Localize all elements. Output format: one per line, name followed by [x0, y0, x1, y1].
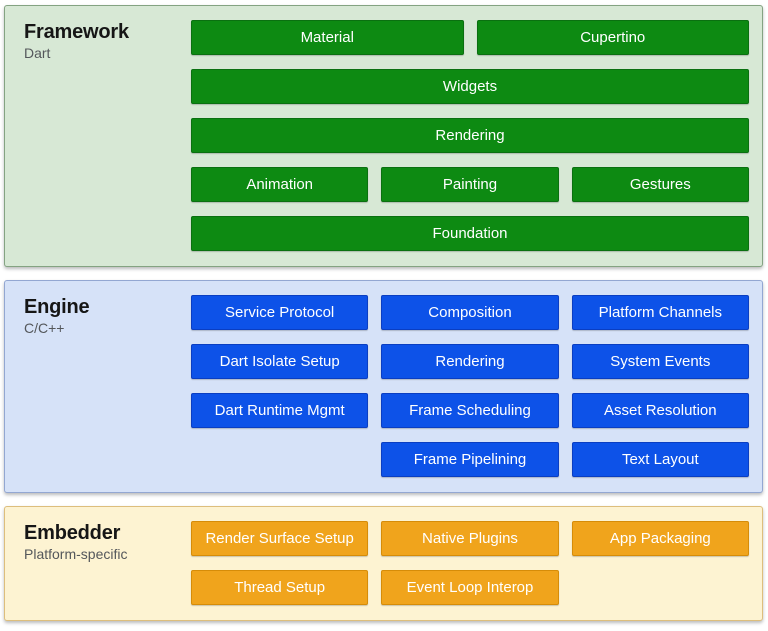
box-frame-pipelining: Frame Pipelining — [381, 442, 559, 477]
engine-boxes: Service Protocol Composition Platform Ch… — [191, 295, 749, 477]
framework-boxes: Material Cupertino Widgets Rendering Ani… — [191, 20, 749, 251]
embedder-row-2: Thread Setup Event Loop Interop — [191, 570, 749, 605]
box-asset-resolution: Asset Resolution — [571, 393, 749, 428]
embedder-label-area: Embedder Platform-specific — [24, 521, 191, 605]
box-app-packaging: App Packaging — [571, 521, 749, 556]
framework-row-5: Foundation — [191, 216, 749, 251]
box-frame-scheduling: Frame Scheduling — [381, 393, 559, 428]
box-thread-setup: Thread Setup — [191, 570, 369, 605]
engine-subtitle: C/C++ — [24, 320, 65, 336]
box-event-loop-interop: Event Loop Interop — [381, 570, 559, 605]
box-system-events: System Events — [571, 344, 749, 379]
box-text-layout: Text Layout — [571, 442, 749, 477]
box-cupertino: Cupertino — [476, 20, 749, 55]
framework-row-1: Material Cupertino — [191, 20, 749, 55]
engine-layer-panel: Engine C/C++ Service Protocol Compositio… — [4, 280, 763, 493]
box-animation: Animation — [191, 167, 369, 202]
engine-title: Engine — [24, 296, 90, 318]
box-render-surface-setup: Render Surface Setup — [191, 521, 369, 556]
engine-label-area: Engine C/C++ — [24, 295, 191, 477]
framework-label-area: Framework Dart — [24, 20, 191, 251]
framework-layer-panel: Framework Dart Material Cupertino Widget… — [4, 5, 763, 267]
engine-row-3: Dart Runtime Mgmt Frame Scheduling Asset… — [191, 393, 749, 428]
box-material: Material — [191, 20, 464, 55]
embedder-title: Embedder — [24, 522, 121, 544]
box-native-plugins: Native Plugins — [381, 521, 559, 556]
framework-row-3: Rendering — [191, 118, 749, 153]
box-rendering-framework: Rendering — [191, 118, 749, 153]
box-widgets: Widgets — [191, 69, 749, 104]
box-dart-isolate-setup: Dart Isolate Setup — [191, 344, 369, 379]
box-platform-channels: Platform Channels — [571, 295, 749, 330]
box-gestures: Gestures — [571, 167, 749, 202]
framework-subtitle: Dart — [24, 45, 51, 61]
box-dart-runtime-mgmt: Dart Runtime Mgmt — [191, 393, 369, 428]
box-painting: Painting — [381, 167, 559, 202]
framework-row-4: Animation Painting Gestures — [191, 167, 749, 202]
engine-row-1: Service Protocol Composition Platform Ch… — [191, 295, 749, 330]
box-composition: Composition — [381, 295, 559, 330]
embedder-layer-panel: Embedder Platform-specific Render Surfac… — [4, 506, 763, 621]
framework-title: Framework — [24, 21, 129, 43]
embedder-boxes: Render Surface Setup Native Plugins App … — [191, 521, 749, 605]
embedder-row-1: Render Surface Setup Native Plugins App … — [191, 521, 749, 556]
box-foundation: Foundation — [191, 216, 749, 251]
framework-row-2: Widgets — [191, 69, 749, 104]
box-rendering-engine: Rendering — [381, 344, 559, 379]
embedder-subtitle: Platform-specific — [24, 546, 128, 562]
box-service-protocol: Service Protocol — [191, 295, 369, 330]
engine-row-4: Frame Pipelining Text Layout — [191, 442, 749, 477]
engine-row-2: Dart Isolate Setup Rendering System Even… — [191, 344, 749, 379]
